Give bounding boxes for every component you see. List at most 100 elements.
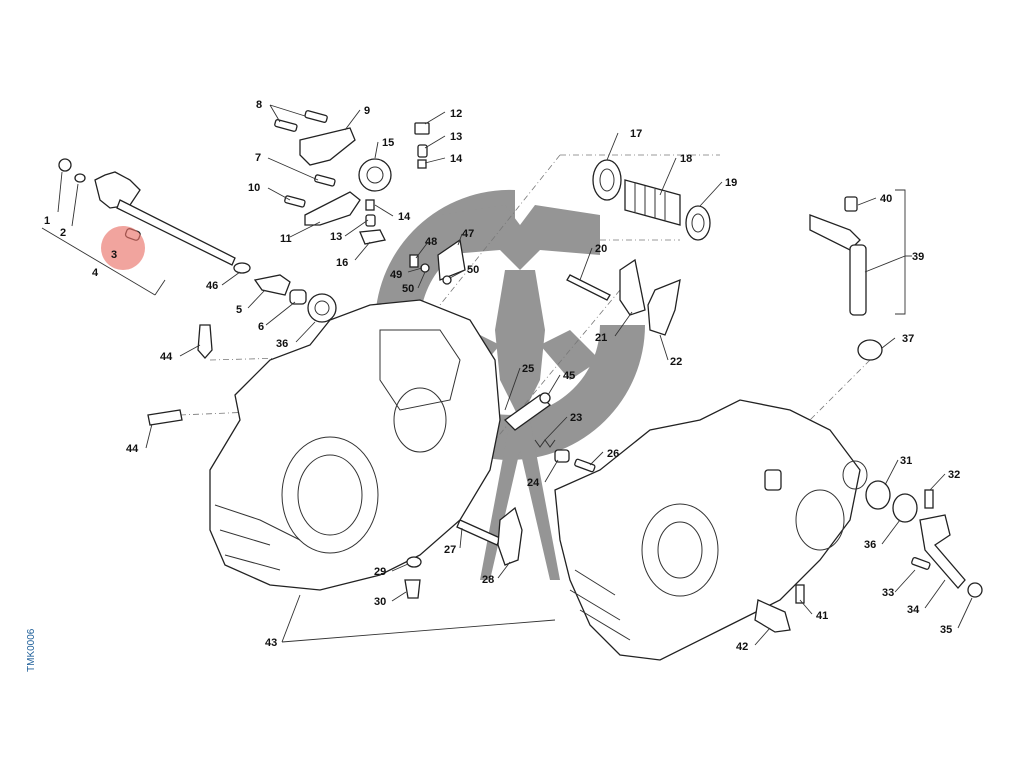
part-3-highlight (101, 226, 145, 270)
label-9: 9 (364, 105, 370, 117)
label-48: 48 (425, 236, 437, 248)
part-13-pin-a (417, 144, 428, 158)
part-36-seal (307, 293, 337, 323)
part-16-detent (359, 229, 386, 245)
part-33-bolt (911, 557, 931, 570)
part-8-bolt-b (274, 119, 298, 132)
label-15: 15 (382, 137, 394, 149)
label-35: 35 (940, 624, 952, 636)
part-5-pawl (253, 274, 291, 296)
label-18: 18 (680, 153, 692, 165)
part-48-bolt (409, 254, 419, 268)
part-37-bearing (857, 339, 883, 361)
part-42-fitting (754, 599, 791, 633)
label-2: 2 (60, 227, 66, 239)
part-45-roller (539, 392, 551, 404)
part-12-cap (414, 122, 430, 135)
part-21-fork (619, 258, 646, 316)
gearbox-shaft-parts (592, 159, 711, 241)
part-15-gear (358, 158, 392, 192)
label-45: 45 (563, 370, 575, 382)
label-32: 32 (948, 469, 960, 481)
label-33: 33 (882, 587, 894, 599)
part-34-lever (919, 514, 966, 589)
part-24-bush (554, 449, 570, 463)
part-35-nut (967, 582, 983, 598)
label-20: 20 (595, 243, 607, 255)
part-46-washer (233, 262, 251, 274)
label-10: 10 (248, 182, 260, 194)
label-44a: 44 (160, 351, 173, 363)
part-2-washer (74, 173, 86, 183)
selector-parts (456, 392, 596, 566)
part-44-fitting-b (147, 409, 183, 426)
label-14b: 14 (398, 211, 411, 223)
part-labels: 1 2 3 4 5 6 7 8 9 10 11 12 13 13 14 14 1… (44, 99, 960, 653)
label-16: 16 (336, 257, 348, 269)
crankcase-left-half (209, 299, 501, 591)
label-8: 8 (256, 99, 262, 111)
label-23: 23 (570, 412, 582, 424)
part-30-plug (404, 579, 421, 599)
part-1-nut (58, 158, 72, 172)
part-20-fork-rod (566, 274, 611, 301)
part-14-spring-a (417, 159, 427, 169)
part-25-lever (503, 394, 552, 431)
label-39: 39 (912, 251, 924, 263)
label-24: 24 (527, 477, 540, 489)
label-12: 12 (450, 108, 462, 120)
label-3: 3 (111, 249, 117, 261)
part-39-shift-shaft (849, 244, 867, 316)
part-49-washer (420, 263, 430, 273)
part-22-fork (647, 278, 681, 336)
top-bracket-parts (274, 110, 430, 245)
part-19-bearing (685, 205, 711, 241)
label-40: 40 (880, 193, 892, 205)
part-31-seal (865, 480, 891, 510)
label-1: 1 (44, 215, 50, 227)
part-27-rod (456, 519, 501, 546)
label-26: 26 (607, 448, 619, 460)
part-29-washer (406, 556, 422, 568)
label-50b: 50 (402, 283, 414, 295)
label-27: 27 (444, 544, 456, 556)
kickstart-shaft-assembly (41, 158, 236, 296)
part-50-washer (442, 275, 452, 285)
right-side-parts (754, 196, 983, 633)
drawing-code: TMK0006 (26, 628, 37, 672)
label-19: 19 (725, 177, 737, 189)
part-10-bolt (284, 195, 306, 208)
label-47: 47 (462, 228, 474, 240)
label-42: 42 (736, 641, 748, 653)
label-4: 4 (92, 267, 99, 279)
label-49: 49 (390, 269, 402, 281)
shift-fork-parts (566, 258, 681, 336)
label-5: 5 (236, 304, 242, 316)
label-22: 22 (670, 356, 682, 368)
part-7-bolt (314, 174, 336, 187)
part-17-bearing (592, 159, 622, 201)
label-11: 11 (280, 233, 292, 245)
label-31: 31 (900, 455, 912, 467)
label-37: 37 (902, 333, 914, 345)
kickstart-shaft (116, 199, 236, 266)
part-8-bolt-a (304, 110, 328, 123)
label-13b: 13 (330, 231, 342, 243)
label-30: 30 (374, 596, 386, 608)
label-6: 6 (258, 321, 264, 333)
part-32-bolt (924, 489, 934, 509)
label-17: 17 (630, 128, 642, 140)
label-25: 25 (522, 363, 534, 375)
label-41: 41 (816, 610, 828, 622)
leader-lines (57, 104, 973, 646)
shift-cam-parts (233, 262, 337, 323)
label-44b: 44 (126, 443, 139, 455)
part-ratchet (94, 171, 141, 209)
label-7: 7 (255, 152, 261, 164)
label-43: 43 (265, 637, 277, 649)
label-13a: 13 (450, 131, 462, 143)
label-28: 28 (482, 574, 494, 586)
label-34: 34 (907, 604, 920, 616)
label-14a: 14 (450, 153, 463, 165)
